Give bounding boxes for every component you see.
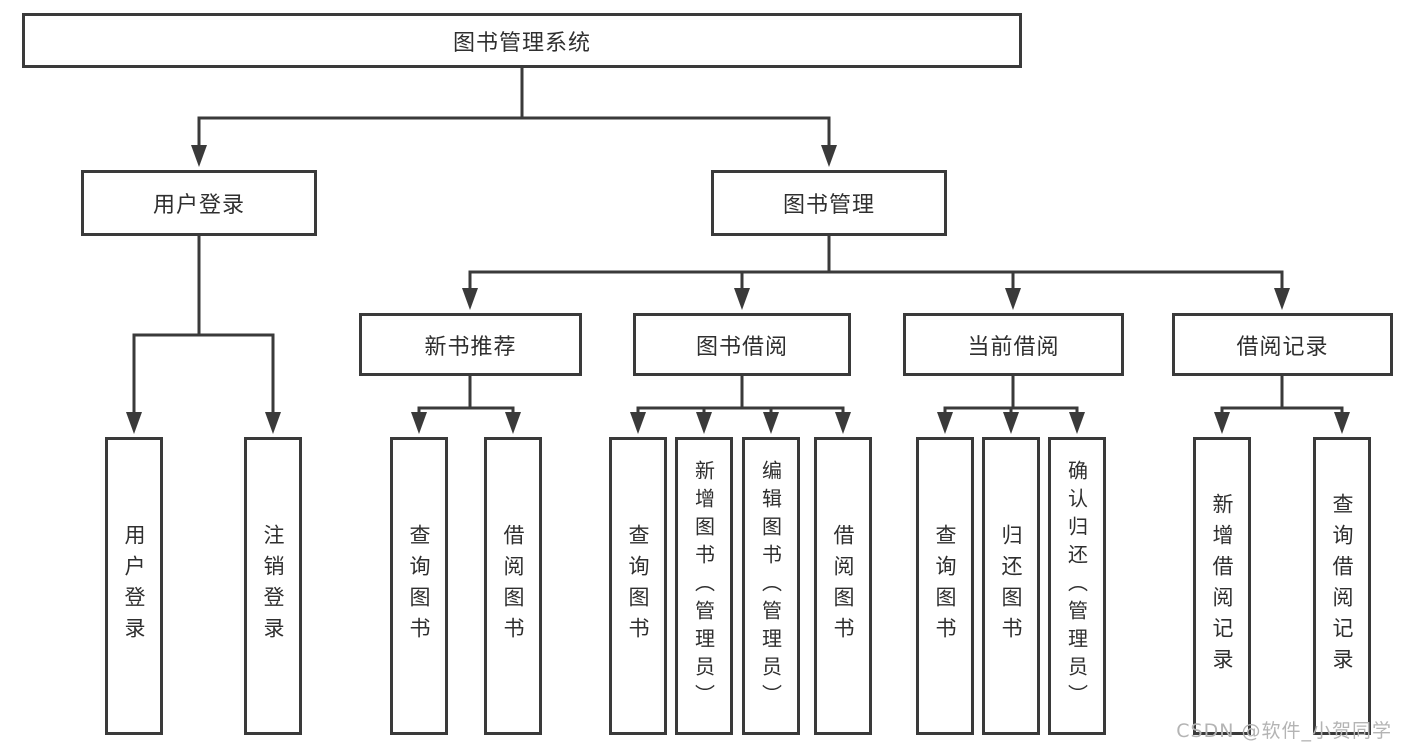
node-label: 新增借阅记录 [1210,493,1234,679]
node-add-books-admin: 新增图书（管理员） [675,437,733,735]
node-add-borrow-record: 新增借阅记录 [1193,437,1251,735]
node-query-borrow-record: 查询借阅记录 [1313,437,1371,735]
edges-new-book-branch [411,374,521,434]
csdn-watermark: CSDN @软件_小贺同学 [1176,720,1392,742]
edges-borrow-records-branch [1214,374,1350,434]
node-book-borrowing: 图书借阅 [633,313,851,376]
node-new-book-recommendation: 新书推荐 [359,313,582,376]
node-label: 借阅图书 [831,524,855,648]
node-edit-books-admin: 编辑图书（管理员） [742,437,800,735]
node-label: 注销登录 [261,524,285,648]
node-label: 用户登录 [122,524,146,648]
node-label: 新书推荐 [424,334,517,360]
node-label: 编辑图书（管理员） [758,460,783,712]
edges-current-borrow-branch [937,374,1085,434]
node-label: 查询借阅记录 [1330,493,1354,679]
node-label: 归还图书 [999,524,1023,648]
node-borrow-books-leaf: 借阅图书 [814,437,872,735]
node-label: 查询图书 [407,524,431,648]
node-label: 图书管理系统 [452,30,591,56]
node-return-books: 归还图书 [982,437,1040,735]
node-confirm-return-admin: 确认归还（管理员） [1048,437,1106,735]
edges-book-management-branch [462,234,1290,310]
node-library-management-system: 图书管理系统 [22,13,1022,68]
node-query-books-borrow: 查询图书 [609,437,667,735]
node-label: 图书管理 [782,193,875,218]
node-label: 图书借阅 [695,334,788,360]
edges-book-borrow-branch [630,374,851,434]
edges-root-to-level2 [191,66,837,167]
node-label: 当前借阅 [967,334,1060,360]
node-query-books-current: 查询图书 [916,437,974,735]
node-user-login-leaf: 用户登录 [105,437,163,735]
node-label: 借阅记录 [1236,334,1329,360]
node-label: 用户登录 [152,193,245,218]
edges-user-login-branch [126,234,281,434]
node-logout-leaf: 注销登录 [244,437,302,735]
node-borrow-books-recommend: 借阅图书 [484,437,542,735]
node-current-borrowing: 当前借阅 [903,313,1124,376]
node-borrowing-records: 借阅记录 [1172,313,1393,376]
node-label: 新增图书（管理员） [691,460,716,712]
node-label: 借阅图书 [501,524,525,648]
node-label: 确认归还（管理员） [1064,460,1089,712]
node-query-books-recommend: 查询图书 [390,437,448,735]
node-book-management: 图书管理 [711,170,947,236]
node-user-login: 用户登录 [81,170,317,236]
node-label: 查询图书 [626,524,650,648]
node-label: 查询图书 [933,524,957,648]
